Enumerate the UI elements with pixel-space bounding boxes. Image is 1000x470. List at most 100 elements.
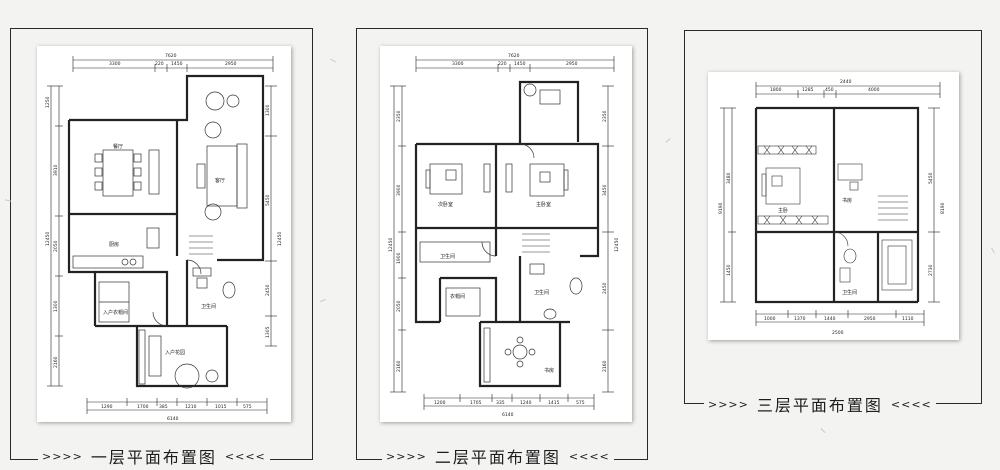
paper-texture xyxy=(4,199,12,202)
dimension-label: 385 xyxy=(159,404,168,410)
dimension-label: 2950 xyxy=(864,316,876,322)
chevron-right-icon: >>>> xyxy=(42,449,83,463)
floorplan-sheet-2: 次卧室 主卧室 卫生间 衣帽间 卫生间 书房 7620 3300 220 145… xyxy=(380,46,632,422)
dimension-label: 575 xyxy=(243,404,252,410)
dimension-label: 1210 xyxy=(185,404,197,410)
panel-2-caption: >>>> 二层平面布置图 <<<< xyxy=(382,444,614,468)
dimension-label: 1110 xyxy=(902,316,914,322)
dimension-label: 2160 xyxy=(53,356,59,368)
room-label: 次卧室 xyxy=(438,201,453,208)
dimension-label: 12450 xyxy=(277,232,283,246)
dimension-label: 2450 xyxy=(602,282,608,294)
floorplan-sheet-1: 餐厅 客厅 厨房 入户衣帽间 卫生间 入户花园 7620 3300 220 14… xyxy=(37,46,291,422)
dimension-label: 1000 xyxy=(764,316,776,322)
paper-texture xyxy=(320,299,326,302)
dimension-label: 2450 xyxy=(265,284,271,296)
dimension-label: 1440 xyxy=(824,316,836,322)
panel-3-caption: >>>> 三层平面布置图 <<<< xyxy=(704,392,936,416)
dimension-label: 1705 xyxy=(470,400,482,406)
dimension-label: 3900 xyxy=(396,184,402,196)
dimension-label: 3480 xyxy=(726,172,732,184)
dimension-label: 2950 xyxy=(566,61,578,67)
chevron-right-icon: >>>> xyxy=(386,449,427,463)
paper-texture xyxy=(991,247,995,254)
dimension-label: 2350 xyxy=(602,110,608,122)
room-label: 餐厅 xyxy=(113,143,123,150)
panel-1-caption: >>>> 一层平面布置图 <<<< xyxy=(38,444,270,468)
dimension-label: 1305 xyxy=(265,326,271,338)
room-label: 卫生间 xyxy=(842,289,857,296)
dimension-label: 6140 xyxy=(167,416,179,422)
chevron-right-icon: >>>> xyxy=(708,397,749,411)
room-label: 主卧 xyxy=(778,207,788,214)
dimension-label: 7620 xyxy=(165,53,177,59)
room-label: 入户花园 xyxy=(165,349,185,356)
floorplan-2-drawing: 次卧室 主卧室 卫生间 衣帽间 卫生间 书房 7620 3300 220 145… xyxy=(388,53,620,418)
dimension-label: 1015 xyxy=(215,404,227,410)
dimension-label: 2440 xyxy=(840,79,852,85)
dimension-label: 12450 xyxy=(45,232,51,246)
dimension-label: 2160 xyxy=(396,360,402,372)
dimension-label: 1250 xyxy=(45,96,51,108)
dimension-label: 9190 xyxy=(718,202,724,214)
dimension-label: 1800 xyxy=(770,87,782,93)
room-label: 书房 xyxy=(544,367,554,374)
paper-texture xyxy=(665,138,671,143)
floorplan-title: 一层平面布置图 xyxy=(90,448,217,467)
dimension-label: 1415 xyxy=(548,400,560,406)
chevron-left-icon: <<<< xyxy=(890,397,932,411)
dimension-label: 1370 xyxy=(794,316,806,322)
room-label: 厨房 xyxy=(109,241,119,248)
dimension-label: 2350 xyxy=(396,110,402,122)
dimension-label: 3300 xyxy=(109,61,121,67)
dimension-label: 6140 xyxy=(502,412,514,418)
room-label: 卫生间 xyxy=(534,289,549,296)
floorplan-3-drawing: 主卧 书房 卫生间 2440 1800 1285 450 4000 2500 1… xyxy=(718,79,946,336)
dimension-label: 8190 xyxy=(940,202,946,214)
dimension-label: 1240 xyxy=(520,400,532,406)
dimension-label: 5450 xyxy=(265,194,271,206)
paper-texture xyxy=(820,428,826,433)
dimension-label: 2050 xyxy=(53,240,59,252)
dimension-label: 7620 xyxy=(508,53,520,59)
dimension-label: 12450 xyxy=(388,238,394,252)
dimension-label: 2500 xyxy=(832,330,844,336)
floorplan-title: 三层平面布置图 xyxy=(756,396,883,415)
floorplan-sheet-3: 主卧 书房 卫生间 2440 1800 1285 450 4000 2500 1… xyxy=(708,72,959,340)
dimension-label: 1450 xyxy=(171,61,183,67)
room-label: 客厅 xyxy=(215,177,225,184)
paper-texture xyxy=(330,58,336,63)
dimension-label: 220 xyxy=(498,61,507,67)
dimension-label: 1285 xyxy=(802,87,814,93)
dimension-label: 12450 xyxy=(614,238,620,252)
room-label: 书房 xyxy=(842,197,852,204)
dimension-label: 450 xyxy=(825,87,834,93)
dimension-label: 1700 xyxy=(137,404,149,410)
dimension-label: 1290 xyxy=(101,404,113,410)
dimension-label: 2730 xyxy=(928,264,934,276)
floorplan-1-drawing: 餐厅 客厅 厨房 入户衣帽间 卫生间 入户花园 7620 3300 220 14… xyxy=(45,53,283,422)
chevron-left-icon: <<<< xyxy=(568,449,610,463)
room-label: 主卧室 xyxy=(536,201,551,208)
dimension-label: 3910 xyxy=(53,164,59,176)
dimension-label: 3450 xyxy=(602,184,608,196)
dimension-label: 4000 xyxy=(868,87,880,93)
dimension-label: 3300 xyxy=(452,61,464,67)
room-label: 卫生间 xyxy=(201,303,216,310)
dimension-label: 2950 xyxy=(225,61,237,67)
dimension-label: 2050 xyxy=(396,300,402,312)
dimension-label: 1450 xyxy=(514,61,526,67)
dimension-label: 2160 xyxy=(602,360,608,372)
dimension-label: 220 xyxy=(155,61,164,67)
dimension-label: 1300 xyxy=(53,300,59,312)
room-label: 衣帽间 xyxy=(450,293,465,300)
dimension-label: 1300 xyxy=(265,104,271,116)
dimension-label: 335 xyxy=(496,400,505,406)
dimension-label: 5450 xyxy=(928,172,934,184)
room-label: 卫生间 xyxy=(440,253,455,260)
room-label: 入户衣帽间 xyxy=(103,309,128,316)
dimension-label: 575 xyxy=(576,400,585,406)
floorplan-title: 二层平面布置图 xyxy=(434,448,561,467)
chevron-left-icon: <<<< xyxy=(224,449,266,463)
dimension-label: 1900 xyxy=(396,252,402,264)
